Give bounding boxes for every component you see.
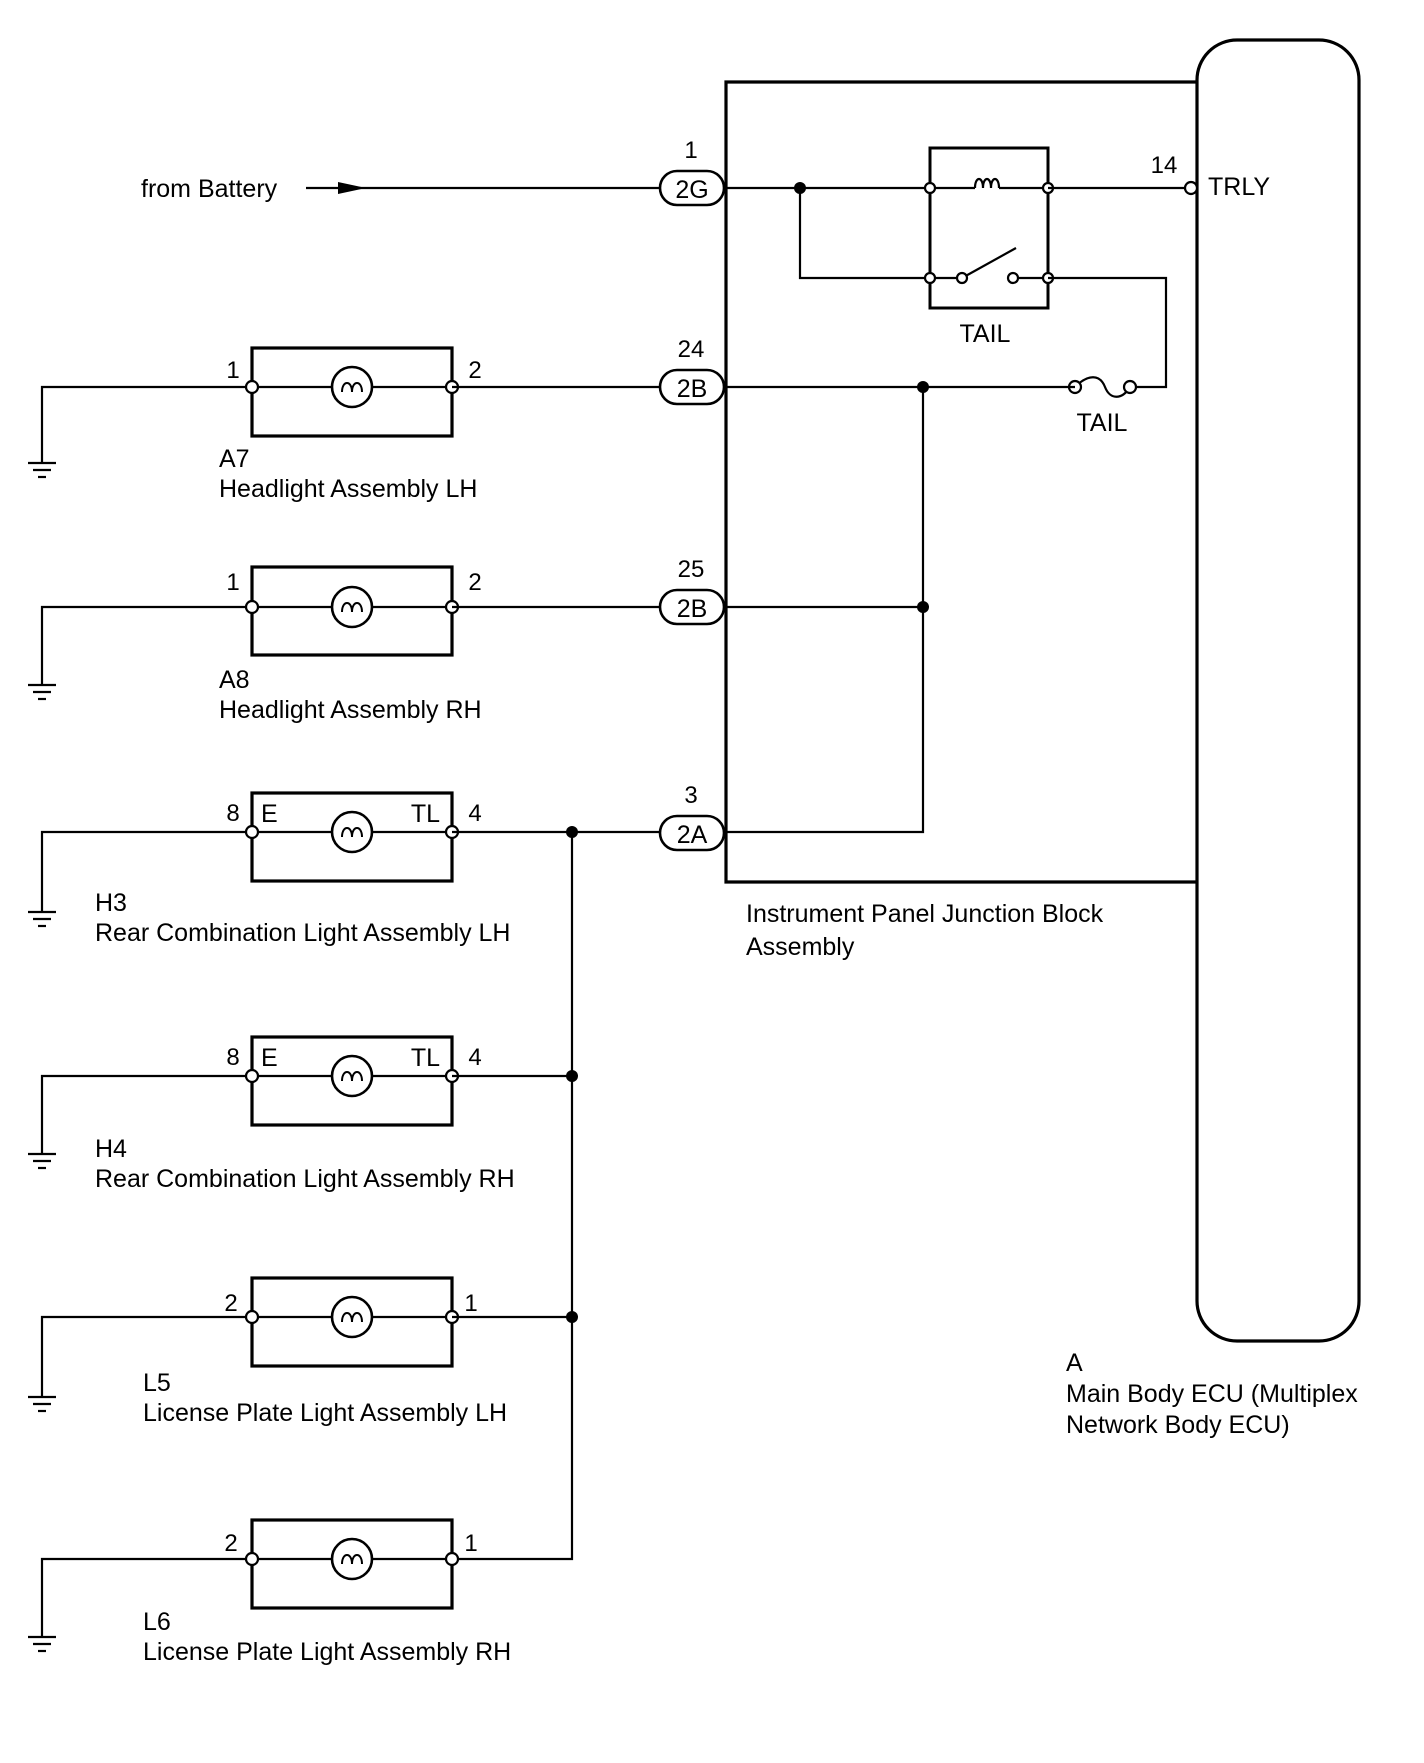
ecu-name-line2: Network Body ECU) [1066, 1411, 1290, 1439]
tail-fuse-icon [1074, 376, 1131, 398]
component-name: Rear Combination Light Assembly RH [95, 1165, 515, 1193]
bulb-filament-icon [341, 1554, 363, 1565]
bus-junction-dot-mid [917, 601, 929, 613]
bulb-filament-icon [341, 827, 363, 838]
junction-block-name-line1: Instrument Panel Junction Block [746, 900, 1104, 928]
ground-wire [40, 830, 252, 912]
component-a8: 1 2 A8 Headlight Assembly RH [28, 565, 660, 724]
connector-2b-24-id: 2B [677, 375, 708, 403]
connector-2b-24-pin: 24 [678, 336, 705, 363]
relay-switch-contact-point [1006, 271, 1020, 285]
ground-wire [40, 605, 252, 685]
terminal-left [244, 1068, 260, 1084]
terminal-label-right: TL [411, 1044, 440, 1072]
relay-terminal-1 [923, 181, 937, 195]
terminal-left [244, 599, 260, 615]
relay-terminal-3 [923, 271, 937, 285]
component-l6: 2 1 L6 License Plate Light Assembly RH [28, 1518, 511, 1666]
main-body-ecu-box [1195, 38, 1361, 1343]
relay-switch-contact [961, 247, 1017, 279]
connector-2a-id: 2A [677, 821, 708, 849]
terminal-right [444, 1551, 460, 1567]
terminal-left [244, 824, 260, 840]
wire-relay-switch-feed [798, 188, 930, 280]
ecu-name-line1: Main Body ECU (Multiplex [1066, 1380, 1358, 1408]
pin-left: 8 [226, 1044, 239, 1071]
pin-left: 8 [226, 800, 239, 827]
pin-left: 2 [224, 1530, 237, 1557]
component-h3: 8 4 E TL H3 Rear Combination Light Assem… [28, 791, 572, 947]
component-name: Headlight Assembly RH [219, 696, 482, 724]
connector-2g-pin: 1 [684, 137, 697, 164]
pin-right: 1 [464, 1290, 477, 1317]
lamp-bus-wire [452, 830, 660, 1561]
terminal-left [244, 379, 260, 395]
connector-2a-pin: 3 [684, 782, 697, 809]
pin-right: 2 [468, 569, 481, 596]
connector-2b-25-id: 2B [677, 595, 708, 623]
junction-block-outline [724, 80, 1197, 884]
terminal-label-right: TL [411, 800, 440, 828]
ground-wire [40, 1557, 252, 1637]
component-h4: 8 4 E TL H4 Rear Combination Light Assem… [28, 1035, 572, 1193]
ground-wire [40, 1315, 252, 1397]
component-code: A7 [219, 445, 250, 473]
ground-wire [40, 385, 252, 463]
fuse-terminal-right [1122, 379, 1138, 395]
connector-2g-id: 2G [675, 176, 708, 204]
relay-switch-pivot [955, 271, 969, 285]
pin-right: 4 [468, 800, 481, 827]
bulb-filament-icon [341, 602, 363, 613]
component-l5: 2 1 L5 License Plate Light Assembly LH [28, 1276, 572, 1427]
pin-right: 1 [464, 1530, 477, 1557]
component-code: H3 [95, 889, 127, 917]
pin-right: 4 [468, 1044, 481, 1071]
ecu-trly-pin: 14 [1151, 152, 1178, 179]
pin-left: 1 [226, 569, 239, 596]
pin-left: 2 [224, 1290, 237, 1317]
relay-coil-icon [973, 177, 1001, 189]
bulb-filament-icon [341, 1071, 363, 1082]
tail-relay-label: TAIL [960, 320, 1011, 348]
component-name: Rear Combination Light Assembly LH [95, 919, 510, 947]
ecu-code: A [1066, 1349, 1083, 1377]
component-a7: 1 2 A7 Headlight Assembly LH [28, 346, 660, 503]
component-code: L6 [143, 1608, 171, 1636]
battery-arrow-icon [338, 182, 366, 194]
component-name: Headlight Assembly LH [219, 475, 477, 503]
from-battery-label: from Battery [141, 175, 278, 203]
component-code: H4 [95, 1135, 127, 1163]
bus-vertical-wire [724, 387, 925, 834]
tail-fuse-label: TAIL [1077, 409, 1128, 437]
ground-wire [40, 1074, 252, 1154]
tail-relay-box [928, 146, 1050, 310]
wire-relay-to-fuse [1048, 276, 1168, 389]
component-code: A8 [219, 666, 250, 694]
component-name: License Plate Light Assembly RH [143, 1638, 511, 1666]
terminal-left [244, 1309, 260, 1325]
terminal-left [244, 1551, 260, 1567]
connector-2b-25-pin: 25 [678, 556, 705, 583]
junction-block-name-line2: Assembly [746, 933, 855, 961]
component-name: License Plate Light Assembly LH [143, 1399, 507, 1427]
terminal-label-left: E [261, 800, 278, 828]
bulb-filament-icon [341, 382, 363, 393]
component-code: L5 [143, 1369, 171, 1397]
pin-left: 1 [226, 357, 239, 384]
terminal-label-left: E [261, 1044, 278, 1072]
ecu-trly-terminal [1183, 180, 1199, 196]
pin-right: 2 [468, 357, 481, 384]
bulb-filament-icon [341, 1312, 363, 1323]
ecu-trly-label: TRLY [1208, 173, 1270, 201]
